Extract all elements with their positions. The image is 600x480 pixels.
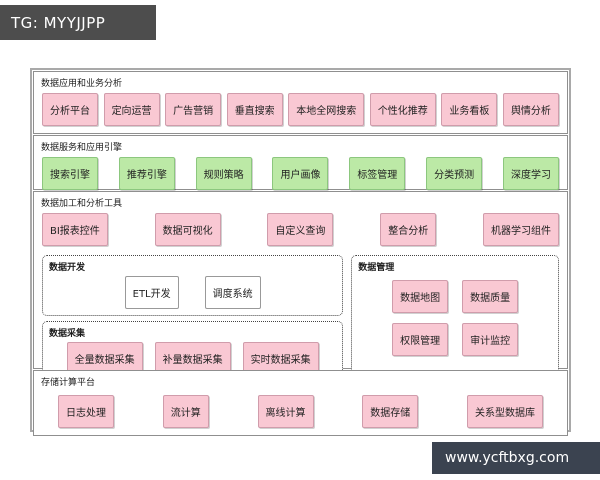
diagram-box: 搜索引擎 [42, 157, 98, 190]
subsection-box-row: ETL开发 调度系统 [49, 276, 336, 309]
watermark-bottom-text: www.ycftbxg.com [445, 450, 570, 466]
diagram-box: 离线计算 [257, 395, 314, 428]
subsection-data-management: 数据管理 数据地图 数据质量 权限管理 审计监控 [351, 255, 559, 382]
subsection-title: 数据开发 [49, 263, 86, 273]
diagram-box: 标签管理 [349, 157, 406, 190]
diagram-box: 数据地图 [392, 280, 449, 313]
diagram-box: 流计算 [162, 395, 209, 428]
diagram-box: 分类预测 [426, 157, 483, 190]
diagram-box: 用户画像 [272, 157, 329, 190]
diagram-box: 业务看板 [441, 93, 498, 126]
layer-storage-platform: 存储计算平台 日志处理 流计算 离线计算 数据存储 关系型数据库 [33, 370, 568, 436]
architecture-diagram: 数据应用和业务分析 分析平台 定向运营 广告营销 垂直搜索 本地全网搜索 个性化… [30, 68, 571, 436]
diagram-box: 数据可视化 [154, 213, 221, 246]
layer-data-application: 数据应用和业务分析 分析平台 定向运营 广告营销 垂直搜索 本地全网搜索 个性化… [33, 71, 568, 134]
watermark-bottom-bar: www.ycftbxg.com [432, 442, 600, 474]
diagram-box: 舆情分析 [502, 93, 559, 126]
diagram-box: 定向运营 [103, 93, 160, 126]
diagram-box: 审计监控 [462, 323, 519, 356]
layer-data-services: 数据服务和应用引擎 搜索引擎 推荐引擎 规则策略 用户画像 标签管理 分类预测 … [33, 135, 568, 190]
diagram-box: 机器学习组件 [483, 213, 559, 246]
subsection-box-grid: 数据地图 数据质量 权限管理 审计监控 [358, 276, 552, 356]
diagram-box: 本地全网搜索 [288, 93, 365, 126]
engines-box-row: 搜索引擎 推荐引擎 规则策略 用户画像 标签管理 分类预测 深度学习 [34, 154, 567, 197]
layer-title: 数据加工和分析工具 [41, 199, 123, 209]
tools-sub-area: 数据开发 ETL开发 调度系统 数据采集 全量数据采集 补量数据采集 实时数据采… [34, 253, 567, 389]
diagram-box: 垂直搜索 [226, 93, 283, 126]
diagram-box: 关系型数据库 [467, 395, 543, 428]
watermark-top-bar: TG: MYYJJPP [0, 5, 156, 40]
diagram-box: 数据质量 [462, 280, 519, 313]
diagram-box: 分析平台 [42, 93, 98, 126]
diagram-box: BI报表控件 [42, 213, 108, 246]
diagram-box: 调度系统 [204, 276, 261, 309]
diagram-box: 推荐引擎 [118, 157, 175, 190]
subsection-data-development: 数据开发 ETL开发 调度系统 [42, 255, 344, 316]
subsection-title: 数据管理 [358, 263, 395, 273]
subsection-title: 数据采集 [49, 329, 86, 339]
layer-data-processing: 数据加工和分析工具 BI报表控件 数据可视化 自定义查询 整合分析 机器学习组件… [33, 191, 568, 382]
diagram-box: 规则策略 [195, 157, 252, 190]
layer-title: 存储计算平台 [41, 378, 96, 388]
tools-left-column: 数据开发 ETL开发 调度系统 数据采集 全量数据采集 补量数据采集 实时数据采… [42, 255, 344, 382]
watermark-top-text: TG: MYYJJPP [11, 13, 106, 32]
diagram-box: 自定义查询 [267, 213, 334, 246]
diagram-box: 广告营销 [165, 93, 222, 126]
diagram-box: 整合分析 [380, 213, 437, 246]
tools-box-row: BI报表控件 数据可视化 自定义查询 整合分析 机器学习组件 [34, 210, 567, 253]
diagram-box: 深度学习 [502, 157, 559, 190]
diagram-box: 日志处理 [58, 395, 114, 428]
layer-title: 数据应用和业务分析 [41, 79, 123, 89]
diagram-box: 个性化推荐 [369, 93, 436, 126]
tools-right-column: 数据管理 数据地图 数据质量 权限管理 审计监控 [351, 255, 559, 382]
layer-title: 数据服务和应用引擎 [41, 143, 123, 153]
diagram-box: 权限管理 [392, 323, 449, 356]
apps-box-row: 分析平台 定向运营 广告营销 垂直搜索 本地全网搜索 个性化推荐 业务看板 舆情… [34, 90, 567, 133]
diagram-box: ETL开发 [124, 276, 179, 309]
diagram-box: 数据存储 [362, 395, 419, 428]
storage-box-row: 日志处理 流计算 离线计算 数据存储 关系型数据库 [34, 389, 567, 435]
